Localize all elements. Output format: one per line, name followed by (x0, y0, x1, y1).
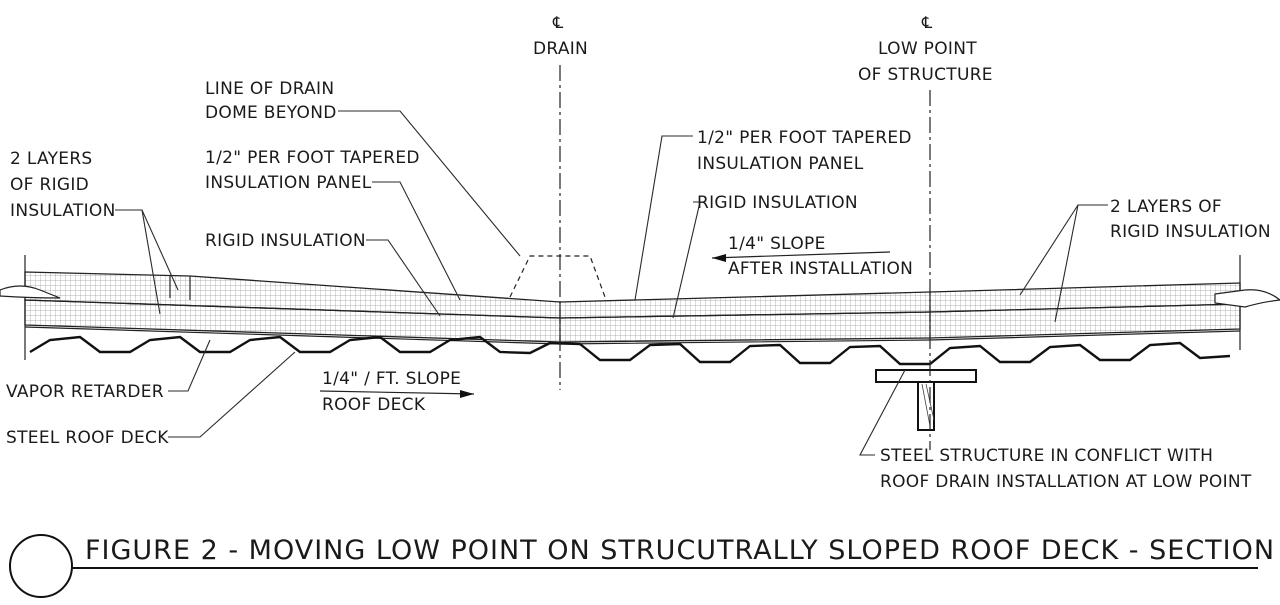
right-tapered-label: 1/2" PER FOOT TAPERED (697, 128, 912, 148)
left-tapered-label: 1/2" PER FOOT TAPERED (205, 148, 420, 168)
left-layers-label: 2 LAYERS (10, 149, 93, 169)
right-tapered-label: INSULATION PANEL (697, 154, 864, 174)
deck-slope-arrow (319, 390, 475, 398)
left-layers-label: INSULATION (10, 201, 116, 221)
drain-dome-label: LINE OF DRAIN (205, 79, 334, 99)
deck-slope-label: 1/4" / FT. SLOPE (322, 369, 461, 389)
drain-dome-outline (509, 255, 606, 298)
left-layers-label: OF RIGID (10, 175, 89, 195)
low-point-label: LOW POINT (878, 39, 977, 59)
left-rigid-label: RIGID INSULATION (205, 231, 366, 251)
deck-slope-label: ROOF DECK (322, 395, 426, 415)
vapor-retarder-label: VAPOR RETARDER (6, 382, 164, 402)
centerline-symbol: ℄ (921, 13, 933, 32)
insulation-assembly (0, 255, 1280, 360)
right-rigid-label: RIGID INSULATION (697, 193, 858, 213)
steel-deck-label: STEEL ROOF DECK (6, 428, 169, 448)
edge-flashing-left (0, 285, 61, 299)
slope-after-label: 1/4" SLOPE (728, 234, 826, 254)
left-tapered-label: INSULATION PANEL (205, 173, 372, 193)
conflict-label: ROOF DRAIN INSTALLATION AT LOW POINT (880, 472, 1252, 492)
drain-dome-label: DOME BEYOND (205, 103, 337, 123)
steel-beam (875, 369, 977, 431)
figure-title-circle (9, 534, 73, 598)
slope-after-label: AFTER INSTALLATION (728, 259, 913, 279)
vapor-retarder-line (24, 326, 1241, 345)
right-layers-label: RIGID INSULATION (1110, 222, 1271, 242)
deck-profile (29, 335, 1231, 366)
figure-title: FIGURE 2 - MOVING LOW POINT ON STRUCUTRA… (85, 535, 1275, 566)
slope-after-install-arrow (711, 251, 891, 262)
steel-roof-deck (29, 335, 1231, 366)
low-point-label: OF STRUCTURE (858, 65, 993, 85)
right-layers-label: 2 LAYERS OF (1110, 197, 1222, 217)
centerline-symbol: ℄ (552, 13, 564, 32)
leader-lines (115, 110, 1108, 456)
drain-label: DRAIN (533, 39, 588, 59)
edge-flashing-right (1214, 289, 1280, 308)
conflict-label: STEEL STRUCTURE IN CONFLICT WITH (880, 446, 1213, 466)
